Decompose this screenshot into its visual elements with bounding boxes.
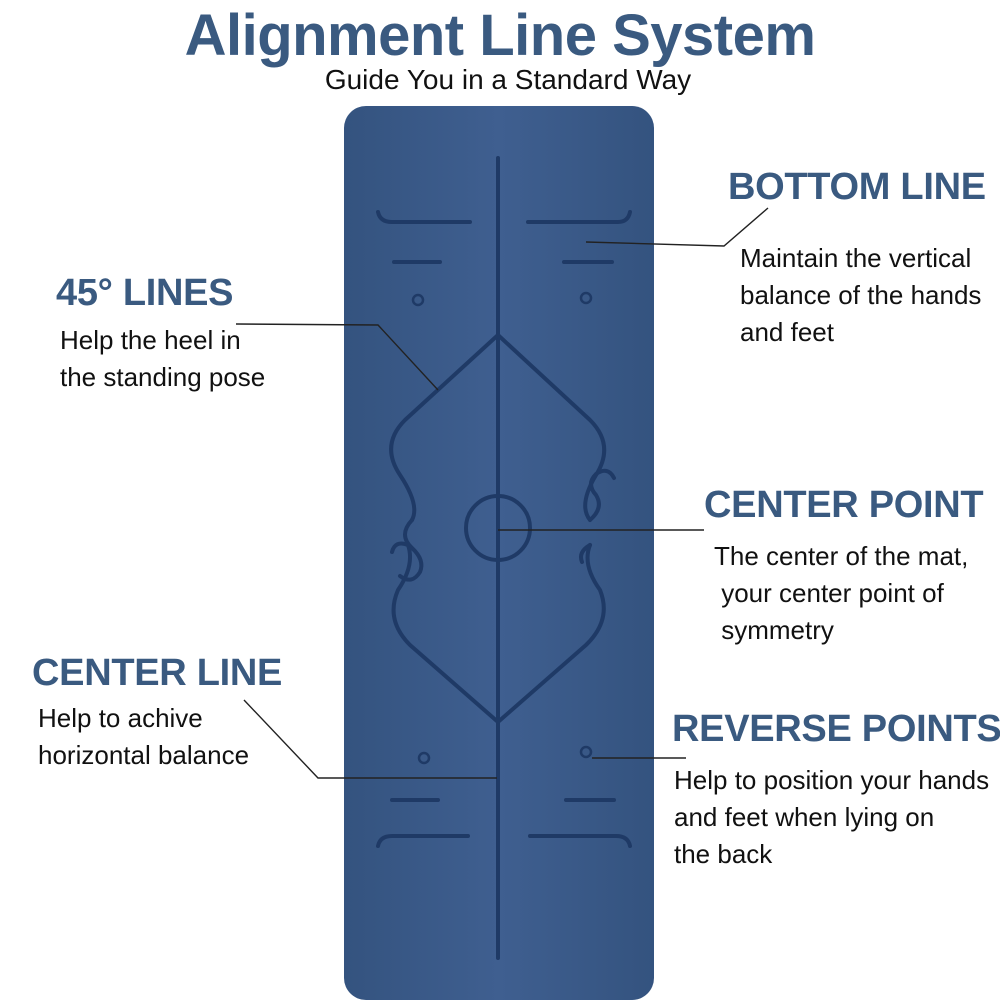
mat-top-left-point xyxy=(411,293,425,307)
center-line-description: Help to achive horizontal balance xyxy=(38,700,249,774)
reverse-points-desc-line: Help to position your hands xyxy=(674,765,990,795)
bottom-line-desc-line: balance of the hands xyxy=(740,280,982,310)
mat-bottom-left-point xyxy=(417,751,431,765)
lines-45-description: Help the heel in the standing pose xyxy=(60,322,265,396)
lines-45-heading: 45° LINES xyxy=(56,272,234,314)
mat-top-right-bottom-line xyxy=(526,210,632,224)
mat-bottom-left-bottom-line xyxy=(376,834,470,848)
mat-left-curl-lower xyxy=(390,541,410,554)
center-line-desc-line: horizontal balance xyxy=(38,740,250,770)
leader-center-line xyxy=(243,699,497,779)
mat-top-left-bottom-line xyxy=(376,210,472,224)
center-point-heading: CENTER POINT xyxy=(704,484,984,526)
center-line-desc-line: Help to achive xyxy=(38,703,203,733)
reverse-points-heading: REVERSE POINTS xyxy=(672,708,1000,750)
mat-center-circle xyxy=(464,494,532,562)
bottom-line-desc-line: and feet xyxy=(740,317,834,347)
reverse-points-description: Help to position your hands and feet whe… xyxy=(674,762,989,873)
leader-bottom-line xyxy=(585,207,769,247)
mat-left-curl xyxy=(398,518,424,582)
center-line-heading: CENTER LINE xyxy=(32,652,283,694)
mat-bottom-right-bottom-line xyxy=(528,834,632,848)
page-title: Alignment Line System xyxy=(184,3,816,68)
leader-45-lines xyxy=(235,323,439,391)
lines-45-desc-line: Help the heel in xyxy=(60,325,241,355)
bottom-line-desc-line: Maintain the vertical xyxy=(740,243,972,273)
mat-right-curl-lower xyxy=(579,543,592,564)
center-point-desc-line: symmetry xyxy=(714,615,834,645)
mat-bottom-right-point xyxy=(579,745,593,759)
bottom-line-heading: BOTTOM LINE xyxy=(728,166,986,208)
mat-top-right-point xyxy=(579,291,593,305)
center-point-description: The center of the mat, your center point… xyxy=(714,538,968,649)
bottom-line-description: Maintain the vertical balance of the han… xyxy=(740,240,981,351)
mat-right-curl xyxy=(588,468,616,522)
reverse-points-desc-line: and feet when lying on xyxy=(674,802,935,832)
center-point-desc-line: The center of the mat, xyxy=(714,541,969,571)
page-subtitle: Guide You in a Standard Way xyxy=(324,64,692,95)
center-point-desc-line: your center point of xyxy=(714,578,944,608)
reverse-points-desc-line: the back xyxy=(674,839,773,869)
lines-45-desc-line: the standing pose xyxy=(60,362,266,392)
